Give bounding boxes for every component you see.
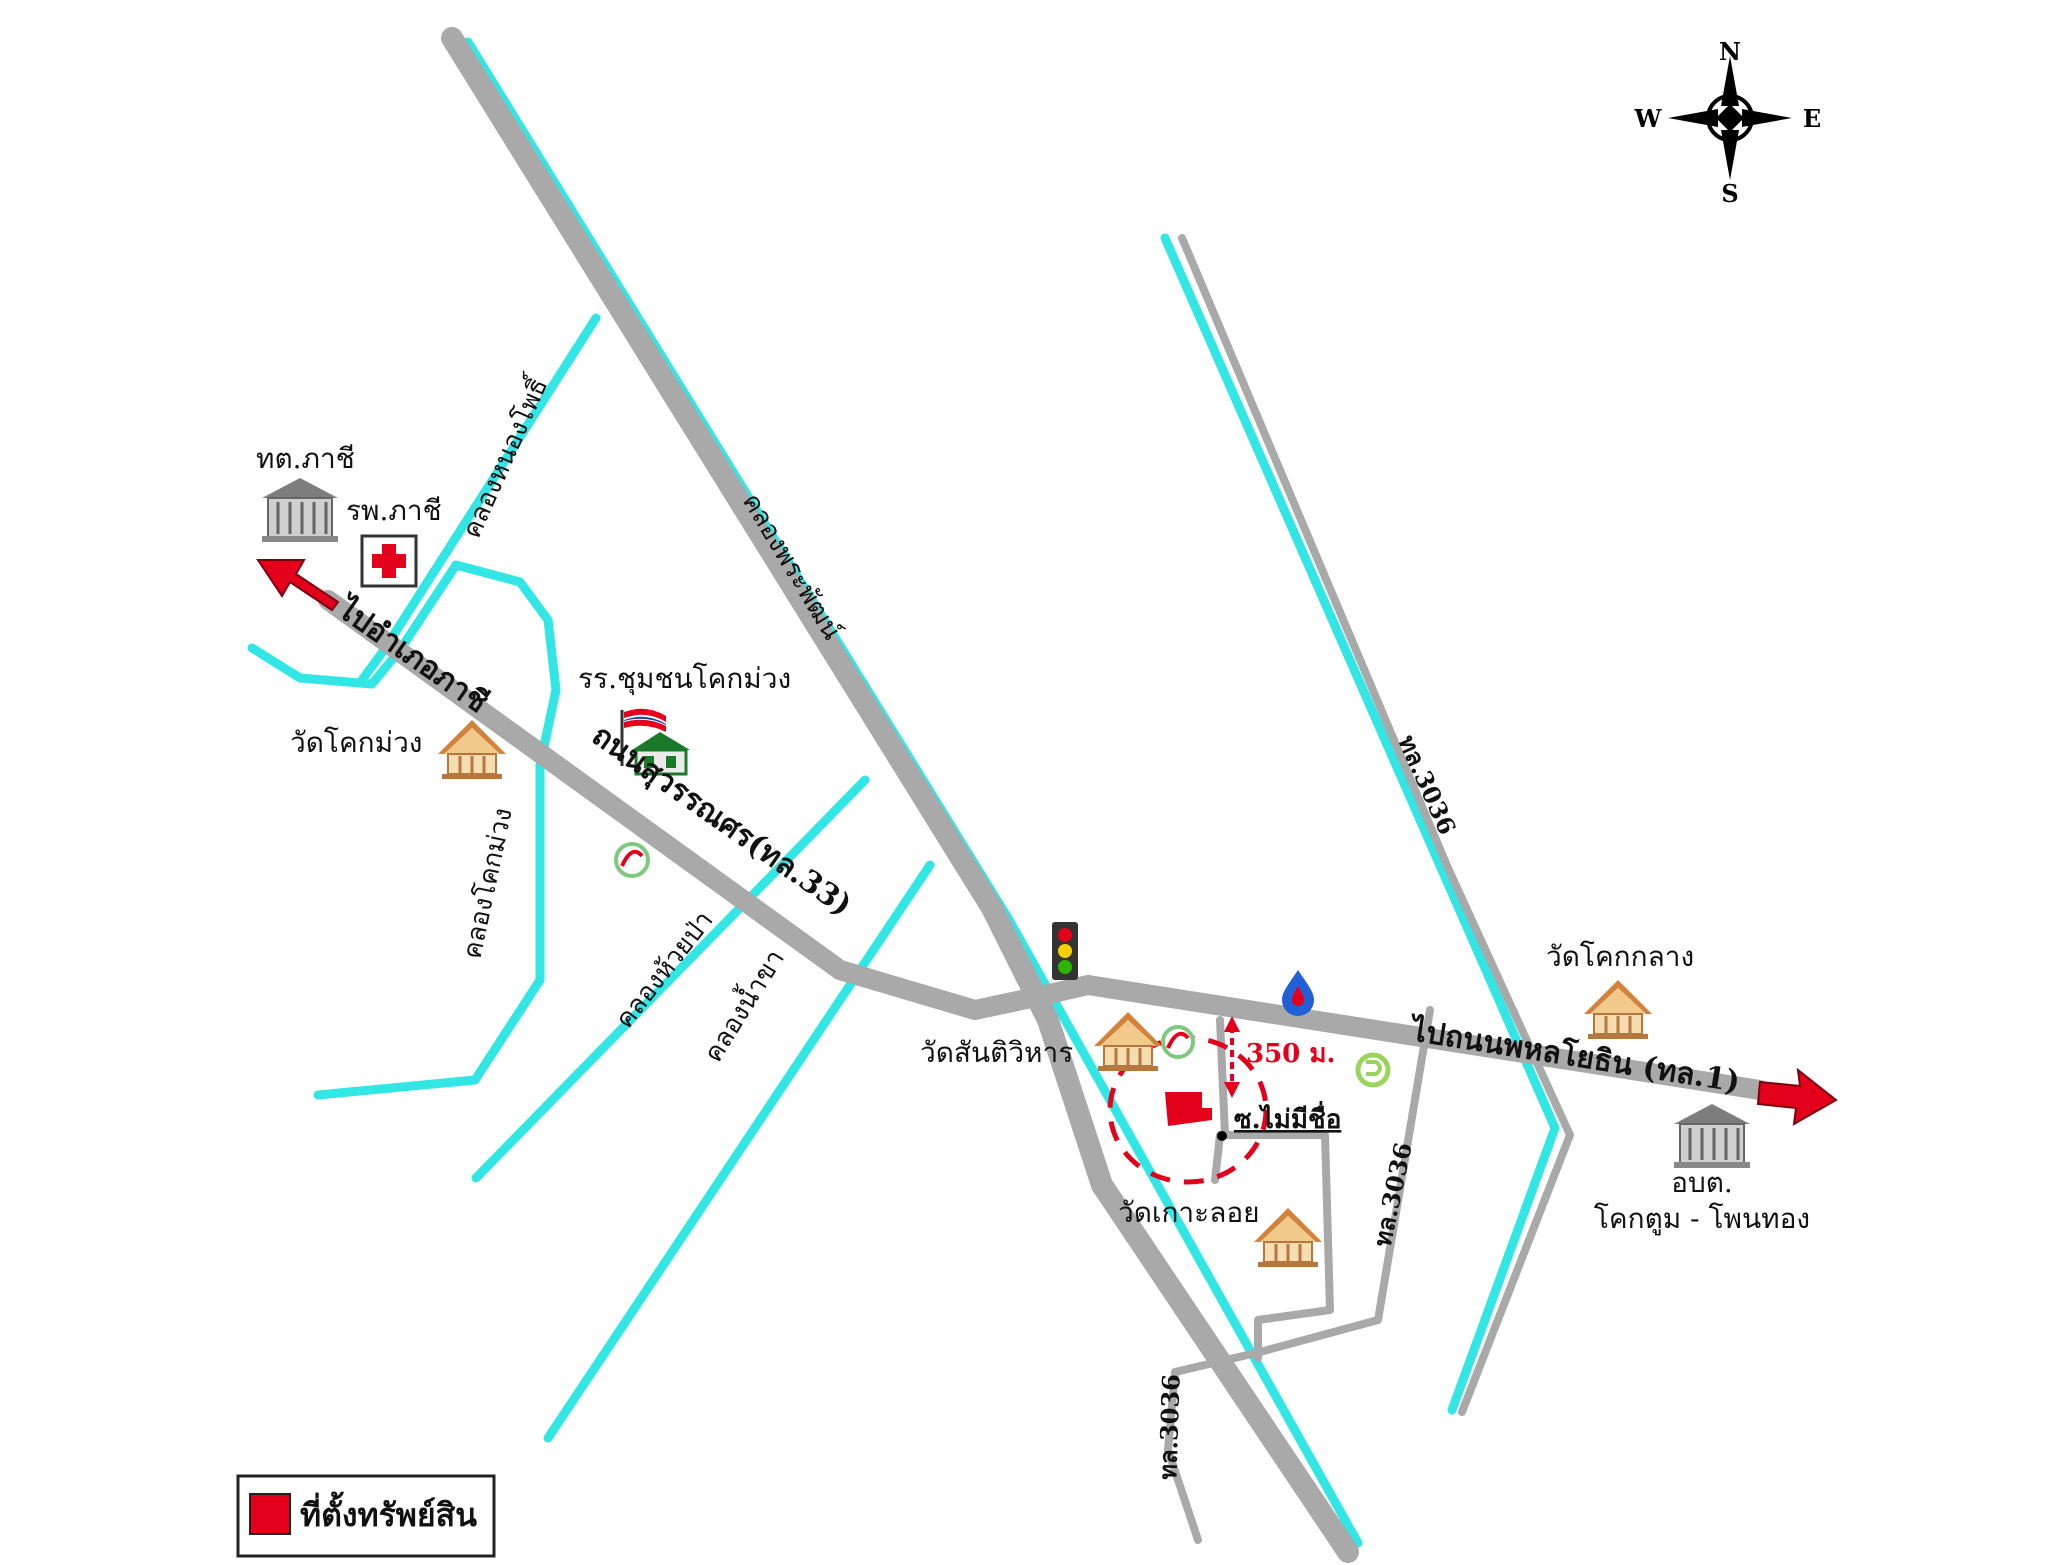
label-highway-3036-b: ทล.3036 — [1368, 1140, 1418, 1249]
esso-station-icon — [1282, 970, 1314, 1016]
label-unnamed-soi: ซ.ไม่มีชื่อ — [1234, 1100, 1341, 1135]
road-suwannason — [318, 590, 1098, 1020]
label-obt-line1: อบต. — [1671, 1166, 1733, 1199]
label-tessaban-phachi: ทต.ภาชี — [256, 442, 355, 475]
compass-n: N — [1719, 37, 1741, 66]
arrow-to-phahonyothin — [1756, 1067, 1838, 1126]
label-khlong-phra-phat: คลองพระพัฒน์ — [736, 488, 847, 645]
compass-w: W — [1634, 104, 1663, 133]
label-highway-3036-c: ทล.3036 — [1153, 1374, 1186, 1481]
ptt-station-icon — [614, 842, 650, 878]
label-khlong-khok-muang: คลองโคกม่วง — [457, 805, 519, 961]
road-labels: ไปอำเภอภาชี ถนนสุวรรณศร(ทล.33) ไปถนนพหลโ… — [329, 589, 1743, 1480]
legend: ที่ตั้งทรัพย์สิน — [236, 1474, 496, 1558]
label-khlong-nong-pho: คลองหนองโพธิ์ — [452, 369, 555, 542]
canal-huai-pa — [471, 775, 870, 1183]
compass-rose: N S W E — [1634, 37, 1822, 208]
label-hospital-phachi: รพ.ภาชี — [346, 494, 442, 527]
label-khlong-nam-kha: คลองน้ำขา — [694, 942, 791, 1068]
canal-network — [247, 37, 1560, 1548]
temple-icon-ko-loi — [1252, 1206, 1324, 1269]
label-obt-line2: โคกตูม - โพนทอง — [1594, 1202, 1810, 1236]
label-wat-khok-muang: วัดโคกม่วง — [290, 726, 422, 759]
government-building-icon-phachi — [262, 478, 338, 542]
compass-s: S — [1721, 179, 1738, 208]
canal-east — [1160, 233, 1560, 1415]
road-network — [318, 27, 1770, 1563]
label-khlong-huai-pa: คลองห้วยป่า — [610, 906, 720, 1035]
hospital-icon — [360, 534, 418, 588]
label-to-phahonyothin: ไปถนนพหลโยธิน (ทล.1) — [1406, 1011, 1743, 1100]
label-school: รร.ชุมชนโคกม่วง — [578, 662, 791, 696]
legend-property-swatch — [249, 1493, 291, 1535]
label-wat-santi-wihan: วัดสันติวิหาร — [920, 1036, 1073, 1069]
school-icon — [620, 708, 690, 776]
bangchak-station-icon — [1355, 1052, 1391, 1088]
property-zone: 350 ม. — [1107, 1016, 1336, 1185]
legend-property-label: ที่ตั้งทรัพย์สิน — [300, 1491, 477, 1534]
ptt-station-icon-2 — [1161, 1025, 1195, 1059]
traffic-light-icon — [1052, 922, 1078, 980]
property-marker — [1165, 1092, 1212, 1126]
canal-nam-kha — [543, 860, 935, 1443]
place-labels: ทต.ภาชี รพ.ภาชี รร.ชุมชนโคกม่วง วัดโคกม่… — [256, 442, 1810, 1236]
label-wat-ko-loi: วัดเกาะลอย — [1118, 1196, 1260, 1229]
road-highway-3036-east — [1178, 234, 1574, 1416]
canal-west-loop — [247, 560, 561, 1100]
distance-label: 350 ม. — [1246, 1039, 1336, 1069]
soi-point — [1217, 1131, 1227, 1141]
road-soi — [1216, 1016, 1334, 1362]
road-soi-branch — [1211, 1131, 1224, 1184]
government-building-icon-obt — [1674, 1104, 1750, 1168]
road-highway-3036-south — [1164, 1006, 1434, 1544]
temple-icon-khok-klang — [1582, 978, 1654, 1041]
arrow-to-phachi — [256, 559, 340, 612]
compass-e: E — [1803, 104, 1821, 133]
label-wat-khok-klang: วัดโคกกลาง — [1546, 940, 1694, 973]
temple-icon-santi-wihan — [1092, 1010, 1164, 1073]
road-main-diagonal — [441, 27, 1359, 1563]
